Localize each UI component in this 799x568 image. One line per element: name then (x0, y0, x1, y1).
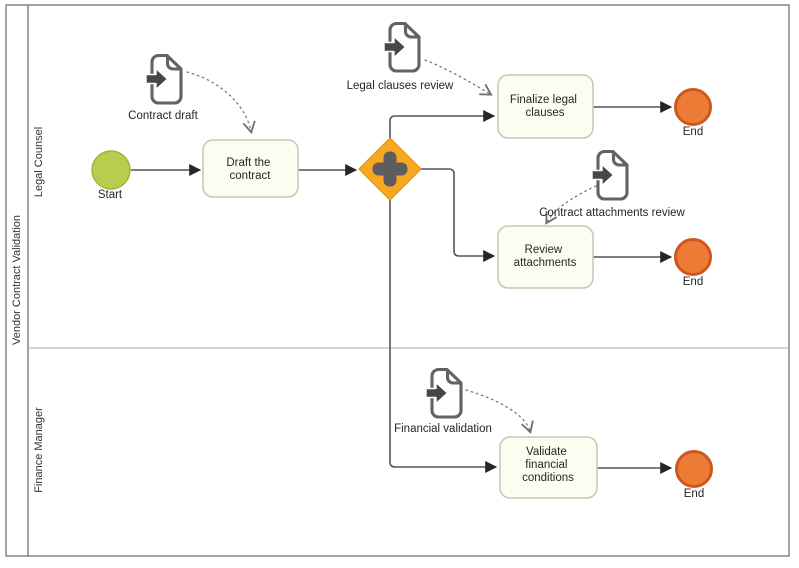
data-input-label: Legal clauses review (347, 80, 454, 92)
task-review-attachments[interactable]: Review attachments (497, 225, 594, 289)
association-contract-draft[interactable] (186, 71, 256, 135)
flow-gateway-to-finalize[interactable] (389, 110, 496, 139)
task-text-line: clauses (526, 107, 565, 119)
plus-icon (372, 151, 408, 187)
task-text-line: Review (525, 244, 563, 256)
flow-gateway-to-validate[interactable] (389, 200, 498, 473)
document-input-icon (144, 53, 183, 105)
svg-text:Validate financial: Validate financial conditions (522, 446, 574, 484)
document-input-icon (382, 21, 421, 73)
data-input-label: Financial validation (394, 423, 492, 435)
data-input-contract-draft[interactable]: Contract draft (128, 53, 199, 123)
task-text-line: Finalize legal (510, 94, 577, 106)
flow-gateway-to-review[interactable] (421, 168, 496, 262)
document-input-icon (424, 367, 463, 419)
pool-vendor-contract-validation[interactable] (5, 4, 790, 557)
document-input-icon (590, 149, 629, 201)
task-finalize-legal-clauses[interactable]: Finalize legal clauses (497, 74, 594, 139)
end-event-financial[interactable]: End (675, 450, 713, 501)
svg-text:Draft the contract: Draft the contract (226, 157, 273, 182)
data-input-contract-attachments-review[interactable]: Contract attachments review (539, 149, 686, 220)
task-validate-financial-conditions[interactable]: Validate financial conditions (499, 436, 598, 499)
task-text-line: Draft the (226, 157, 270, 169)
association-contract-attachments-review[interactable] (545, 185, 597, 225)
association-legal-clauses-review[interactable] (424, 59, 493, 96)
end-event-legal[interactable]: End (674, 88, 712, 139)
parallel-gateway[interactable] (358, 137, 422, 201)
end-event-label: End (683, 276, 703, 288)
svg-text:Review attachments: Review attachments (514, 244, 577, 269)
task-text-line: contract (230, 170, 272, 182)
lane-label-legal-counsel: Legal Counsel (33, 127, 45, 197)
lane-label-finance-manager: Finance Manager (33, 407, 45, 493)
task-text-line: Validate (526, 446, 567, 458)
end-event-label: End (683, 126, 703, 138)
task-text-line: financial (525, 459, 567, 471)
start-event[interactable]: Start (91, 150, 131, 201)
svg-text:Finalize legal clauses: Finalize legal clauses (510, 94, 580, 119)
end-event-label: End (684, 488, 704, 500)
start-event-label: Start (98, 189, 123, 201)
association-financial-validation[interactable] (465, 389, 534, 435)
data-input-label: Contract attachments review (539, 207, 685, 219)
task-text-line: attachments (514, 257, 577, 269)
data-input-financial-validation[interactable]: Financial validation (394, 367, 492, 436)
task-draft-the-contract[interactable]: Draft the contract (202, 139, 299, 198)
data-input-legal-clauses-review[interactable]: Legal clauses review (347, 21, 454, 93)
pool-label: Vendor Contract Validation (11, 215, 23, 345)
data-input-label: Contract draft (128, 110, 198, 122)
end-event-attachments[interactable]: End (674, 238, 712, 289)
task-text-line: conditions (522, 472, 574, 484)
